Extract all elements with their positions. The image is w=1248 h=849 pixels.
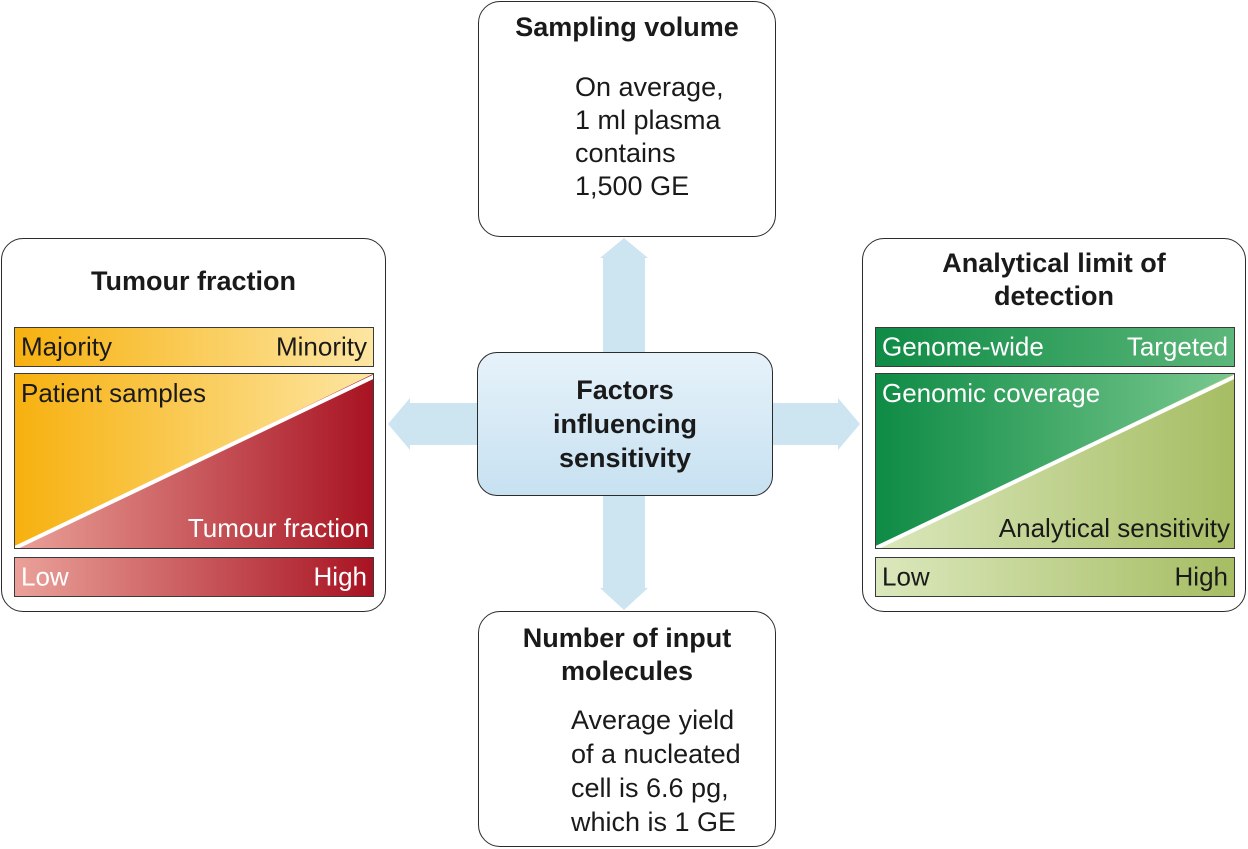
- sampling-volume-panel: Sampling volume On average, 1 ml plasma …: [478, 1, 776, 237]
- sampling-line-1: On average,: [575, 72, 724, 102]
- input-title-line-2: molecules: [560, 656, 694, 686]
- tumour-bottom-left-label: Low: [21, 561, 69, 592]
- tumour-fraction-title: Tumour fraction: [91, 266, 296, 296]
- center-line-2: influencing: [553, 409, 697, 439]
- input-line-3: cell is 6.6 pg,: [571, 773, 729, 803]
- analytical-upper-label: Genomic coverage: [882, 378, 1101, 408]
- arrow-head-left: [388, 398, 410, 450]
- analytical-limit-panel: Analytical limit of detection Genome-wid…: [862, 238, 1246, 612]
- sampling-line-2: 1 ml plasma: [575, 105, 721, 135]
- analytical-title-line-2: detection: [993, 281, 1114, 311]
- sampling-line-3: contains: [575, 138, 676, 168]
- analytical-triangle-area: Genomic coverage Analytical sensitivity: [875, 373, 1235, 549]
- tumour-fraction-panel: Tumour fraction Majority Minority Patien…: [1, 238, 386, 612]
- input-title-line-1: Number of input: [522, 623, 732, 653]
- analytical-top-left-label: Genome-wide: [882, 331, 1044, 362]
- input-molecules-panel: Number of input molecules Average yield …: [478, 611, 776, 847]
- tumour-bottom-right-label: High: [313, 561, 367, 592]
- tumour-triangle-area: Patient samples Tumour fraction: [14, 373, 374, 549]
- arrow-head-down: [600, 588, 648, 610]
- center-line-1: Factors: [576, 375, 674, 405]
- arrow-head-right: [838, 398, 860, 450]
- sampling-volume-title: Sampling volume: [515, 12, 739, 42]
- input-line-2: of a nucleated: [571, 739, 741, 769]
- tumour-top-scale-bar: Majority Minority: [14, 327, 374, 367]
- center-line-3: sensitivity: [558, 443, 692, 473]
- sampling-line-4: 1,500 GE: [575, 171, 690, 201]
- input-molecules-title: Number of input molecules: [479, 622, 775, 688]
- arrow-head-up: [600, 238, 648, 258]
- tumour-bottom-scale-bar: Low High: [14, 557, 374, 597]
- tumour-upper-label: Patient samples: [21, 378, 206, 408]
- analytical-top-scale-bar: Genome-wide Targeted: [875, 327, 1235, 367]
- sampling-volume-text: On average, 1 ml plasma contains 1,500 G…: [575, 71, 724, 203]
- input-line-1: Average yield: [571, 705, 735, 735]
- tumour-top-right-label: Minority: [275, 331, 367, 362]
- analytical-bottom-scale-bar: Low High: [875, 557, 1235, 597]
- central-factors-box: Factors influencing sensitivity: [477, 352, 773, 496]
- input-line-4: which is 1 GE: [571, 807, 737, 837]
- tumour-lower-label: Tumour fraction: [187, 513, 369, 543]
- analytical-bottom-right-label: High: [1174, 561, 1228, 592]
- analytical-lower-label: Analytical sensitivity: [998, 513, 1230, 543]
- analytical-title-line-1: Analytical limit of: [942, 248, 1166, 278]
- tumour-diagonal: [15, 374, 373, 548]
- analytical-top-right-label: Targeted: [1126, 331, 1228, 362]
- analytical-bottom-left-label: Low: [882, 561, 930, 592]
- tumour-top-left-label: Majority: [21, 331, 113, 362]
- analytical-diagonal: [876, 374, 1234, 548]
- central-factors-title: Factors influencing sensitivity: [478, 373, 772, 475]
- input-molecules-text: Average yield of a nucleated cell is 6.6…: [571, 703, 741, 839]
- analytical-limit-title: Analytical limit of detection: [863, 247, 1245, 313]
